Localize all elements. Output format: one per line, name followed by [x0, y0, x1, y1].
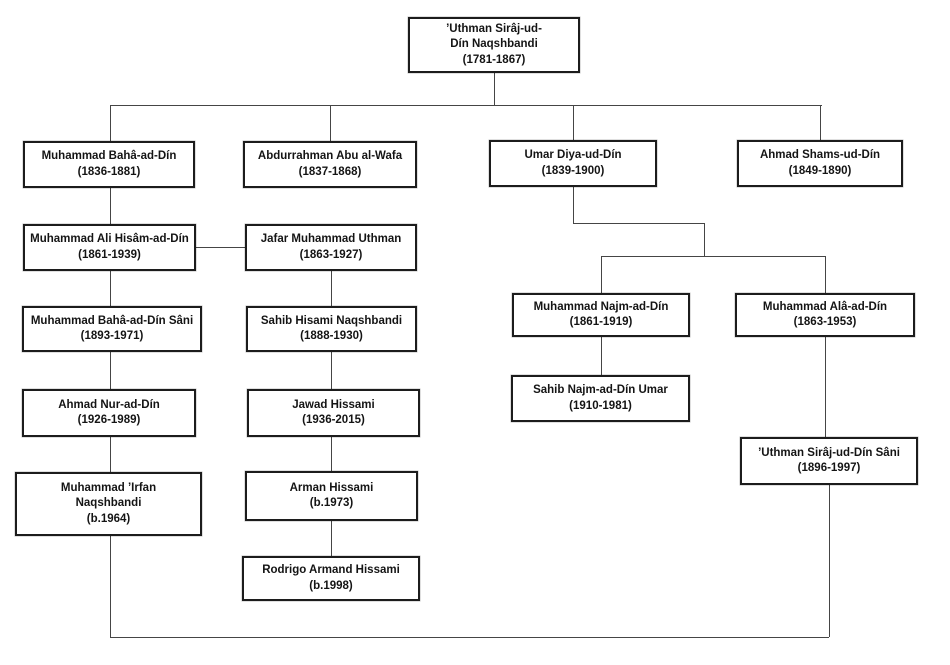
node-uthman-siraj-ud-din-naqshbandi: ’Uthman Sirâj-ud-Dín Naqshbandi (1781-18…	[408, 17, 580, 73]
person-name: ’Uthman Sirâj-ud-Dín Sâni	[758, 446, 900, 459]
connector-line	[601, 256, 602, 293]
person-name: Sahib Hisami Naqshbandi	[260, 314, 403, 327]
person-name: Muhammad Bahâ-ad-Dín Sâni	[30, 314, 194, 327]
person-years: (1836-1881)	[77, 165, 141, 178]
person-years: (1863-1953)	[793, 316, 857, 328]
person-name: ’Uthman Sirâj-ud-Dín Naqshbandi	[446, 23, 542, 51]
person-years: (1781-1867)	[462, 53, 526, 66]
node-muhammad-ali-hisam-ad-din: Muhammad Ali Hisâm-ad-Dín (1861-1939)	[23, 224, 196, 271]
connector-line	[110, 352, 111, 389]
connector-line	[110, 437, 111, 472]
connector-line	[331, 437, 332, 471]
person-years: (1839-1900)	[541, 164, 605, 177]
connector-line	[110, 105, 111, 141]
person-years: (1861-1919)	[569, 316, 633, 328]
connector-line	[704, 223, 705, 256]
node-sahib-najm-ad-din-umar: Sahib Najm-ad-Dín Umar (1910-1981)	[511, 375, 690, 422]
person-name: Rodrigo Armand Hissami	[262, 564, 400, 577]
node-umar-diya-ud-din: Umar Diya-ud-Dín (1839-1900)	[489, 140, 657, 187]
node-jafar-muhammad-uthman: Jafar Muhammad Uthman (1863-1927)	[245, 224, 417, 271]
node-muhammad-najm-ad-din: Muhammad Najm-ad-Dín (1861-1919)	[512, 293, 690, 337]
connector-line	[110, 188, 111, 224]
person-name: Sahib Najm-ad-Dín Umar	[533, 384, 668, 397]
person-years: (b.1998)	[309, 579, 353, 592]
connector-line	[110, 637, 829, 638]
connector-line	[196, 247, 245, 248]
node-muhammad-baha-ad-din: Muhammad Bahâ-ad-Dín (1836-1881)	[23, 141, 195, 188]
connector-line	[573, 187, 574, 223]
node-arman-hissami: Arman Hissami (b.1973)	[245, 471, 418, 521]
connector-line	[601, 256, 825, 257]
node-muhammad-irfan-naqshbandi: Muhammad ’Irfan Naqshbandi (b.1964)	[15, 472, 202, 536]
connector-line	[825, 337, 826, 437]
connector-line	[601, 337, 602, 375]
person-years: (1893-1971)	[80, 330, 144, 342]
node-muhammad-baha-ad-din-sani: Muhammad Bahâ-ad-Dín Sâni (1893-1971)	[22, 306, 202, 352]
connector-line	[331, 271, 332, 306]
node-muhammad-ala-ad-din: Muhammad Alâ-ad-Dín (1863-1953)	[735, 293, 915, 337]
person-years: (b.1973)	[309, 497, 354, 509]
node-abdurrahman-abu-al-wafa: Abdurrahman Abu al-Wafa (1837-1868)	[243, 141, 417, 188]
connector-line	[573, 223, 704, 224]
person-name: Muhammad ’Irfan Naqshbandi	[60, 482, 157, 510]
person-name: Muhammad Bahâ-ad-Dín	[41, 150, 177, 163]
person-name: Umar Diya-ud-Dín	[524, 149, 622, 162]
person-years: (b.1964)	[86, 512, 131, 525]
connector-line	[829, 485, 830, 637]
person-name: Jawad Hissami	[292, 398, 375, 411]
node-ahmad-nur-ad-din: Ahmad Nur-ad-Dín (1926-1989)	[22, 389, 196, 437]
connector-line	[110, 536, 111, 637]
person-years: (1837-1868)	[298, 165, 362, 178]
node-sahib-hisami-naqshbandi: Sahib Hisami Naqshbandi (1888-1930)	[246, 306, 417, 352]
connector-line	[330, 105, 331, 141]
person-name: Muhammad Ali Hisâm-ad-Dín	[30, 233, 189, 246]
person-years: (1926-1989)	[77, 414, 141, 426]
person-years: (1849-1890)	[788, 164, 852, 177]
connector-line	[494, 73, 495, 106]
connector-line	[573, 105, 574, 140]
person-years: (1863-1927)	[299, 248, 363, 261]
person-years: (1861-1939)	[78, 248, 141, 261]
connector-line	[331, 521, 332, 556]
node-uthman-siraj-ud-din-sani: ’Uthman Sirâj-ud-Dín Sâni (1896-1997)	[740, 437, 918, 485]
connector-line	[825, 256, 826, 293]
connector-line	[110, 271, 111, 306]
connector-line	[820, 105, 821, 140]
person-years: (1896-1997)	[797, 462, 861, 474]
connector-line	[331, 352, 332, 389]
person-name: Arman Hissami	[289, 481, 374, 494]
person-name: Abdurrahman Abu al-Wafa	[257, 150, 403, 163]
person-years: (1910-1981)	[569, 399, 632, 412]
person-name: Ahmad Shams-ud-Dín	[759, 149, 881, 162]
node-jawad-hissami: Jawad Hissami (1936-2015)	[247, 389, 420, 437]
person-years: (1936-2015)	[302, 414, 365, 426]
node-ahmad-shams-ud-din: Ahmad Shams-ud-Dín (1849-1890)	[737, 140, 903, 187]
node-rodrigo-armand-hissami: Rodrigo Armand Hissami (b.1998)	[242, 556, 420, 601]
person-name: Muhammad Alâ-ad-Dín	[762, 300, 888, 313]
person-name: Ahmad Nur-ad-Dín	[58, 398, 160, 411]
person-name: Jafar Muhammad Uthman	[260, 233, 402, 246]
person-years: (1888-1930)	[300, 330, 363, 342]
connector-line	[110, 105, 822, 106]
person-name: Muhammad Najm-ad-Dín	[533, 300, 669, 313]
